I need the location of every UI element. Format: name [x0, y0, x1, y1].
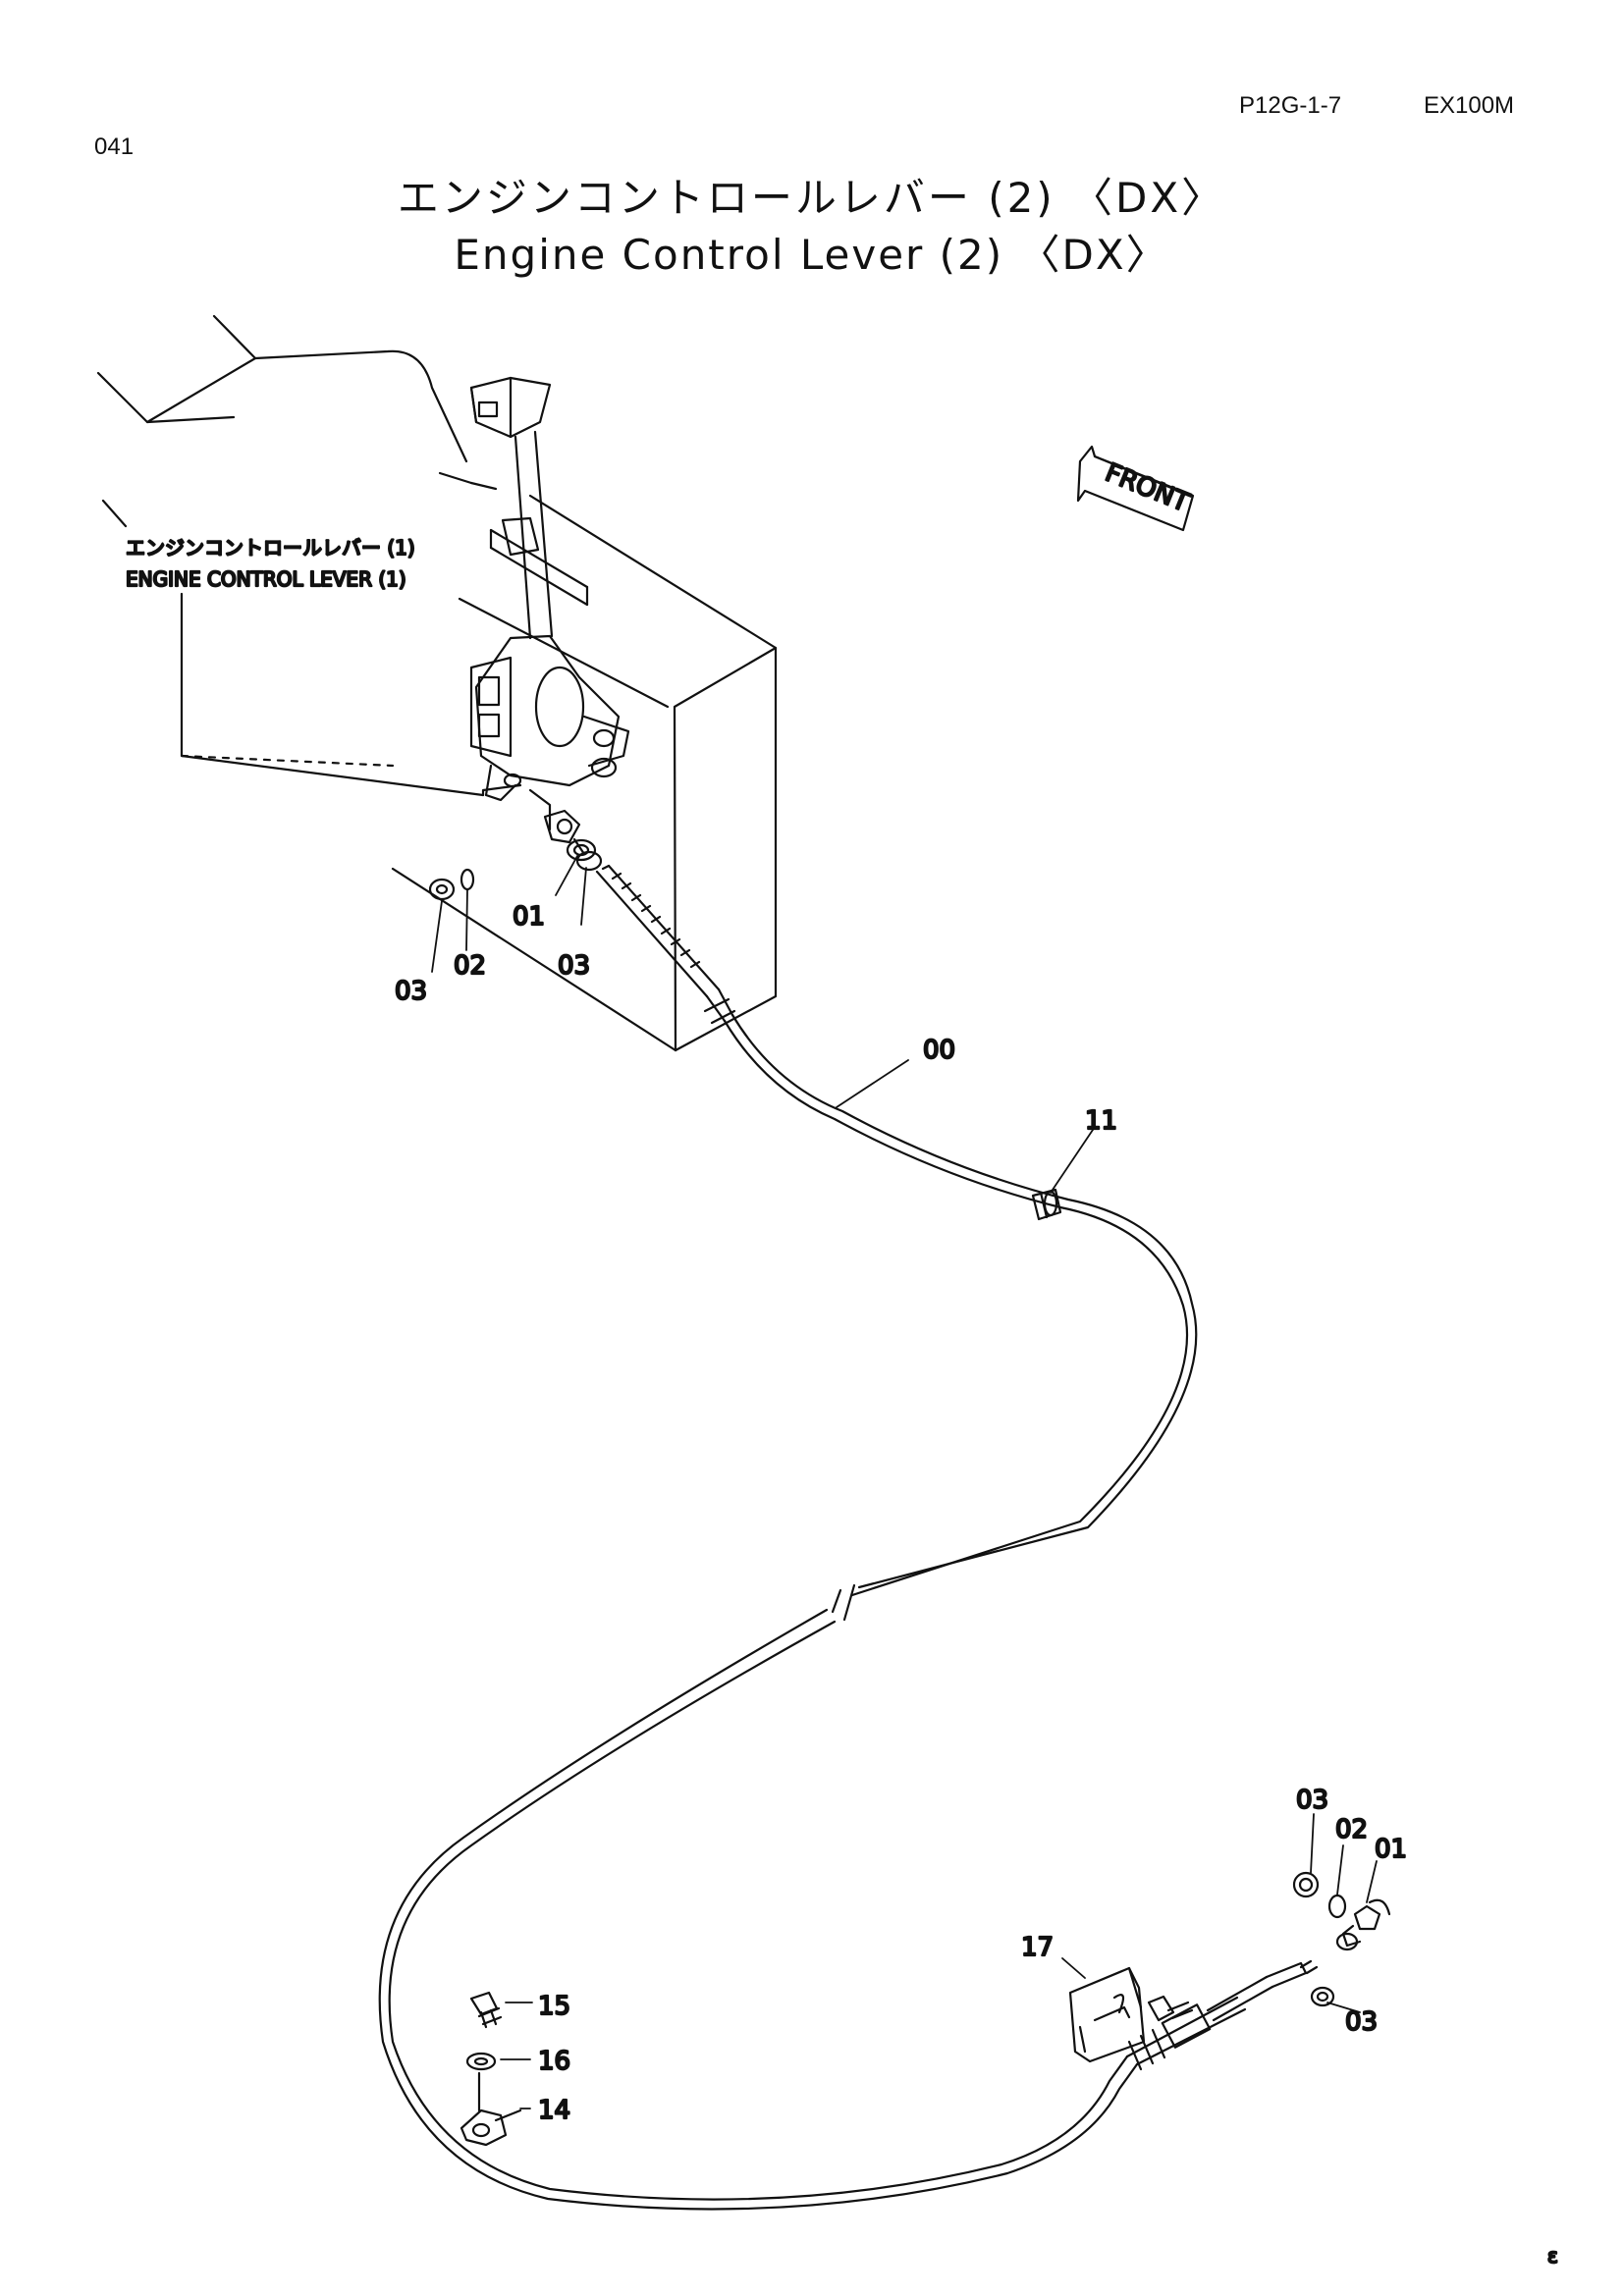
callout-11: 11: [1085, 1106, 1117, 1136]
page-number: 041: [94, 133, 135, 160]
callout-02-lower: 02: [1335, 1815, 1368, 1844]
callout-16: 16: [538, 2047, 570, 2076]
model-code: EX100M: [1424, 92, 1515, 119]
lever-mechanism: [469, 634, 630, 831]
lower-left-hardware: [460, 1991, 522, 2147]
callout-14: 14: [538, 2096, 570, 2125]
callout-02-upper: 02: [454, 951, 486, 981]
callout-00: 00: [923, 1036, 955, 1065]
callout-17: 17: [1021, 1933, 1054, 1962]
control-lever: [469, 376, 589, 640]
front-arrow-icon: [1076, 445, 1195, 532]
callout-03-lower-top: 03: [1296, 1786, 1328, 1815]
upper-connector: [428, 809, 603, 901]
corner-mark: ɛ: [1547, 2244, 1558, 2268]
leader-lines: [431, 855, 1378, 2109]
cable-end-lower: [1125, 1959, 1335, 2071]
control-cable: [378, 1013, 1198, 2211]
lower-hardware: [1292, 1871, 1391, 1951]
front-label: FRONT: [1101, 458, 1193, 518]
cable-thread-upper: [595, 864, 736, 1025]
reference-english: ENGINE CONTROL LEVER (1): [126, 567, 406, 591]
reference-japanese: エンジンコントロールレバー (1): [126, 536, 415, 560]
callout-15: 15: [538, 1992, 570, 2021]
title-english: Engine Control Lever (2) 〈DX〉: [454, 231, 1169, 279]
callout-03-upper-left: 03: [395, 977, 427, 1006]
page-code: P12G-1-7: [1239, 92, 1342, 119]
callout-03-upper-center: 03: [558, 951, 590, 981]
callout-01-lower: 01: [1375, 1835, 1407, 1864]
bracket: [1068, 1966, 1194, 2063]
cab-outline: [96, 314, 473, 528]
callout-01-upper: 01: [513, 902, 545, 932]
callout-03-lower-bottom: 03: [1345, 2007, 1378, 2037]
title-japanese: エンジンコントロールレバー (2) 〈DX〉: [397, 174, 1226, 222]
